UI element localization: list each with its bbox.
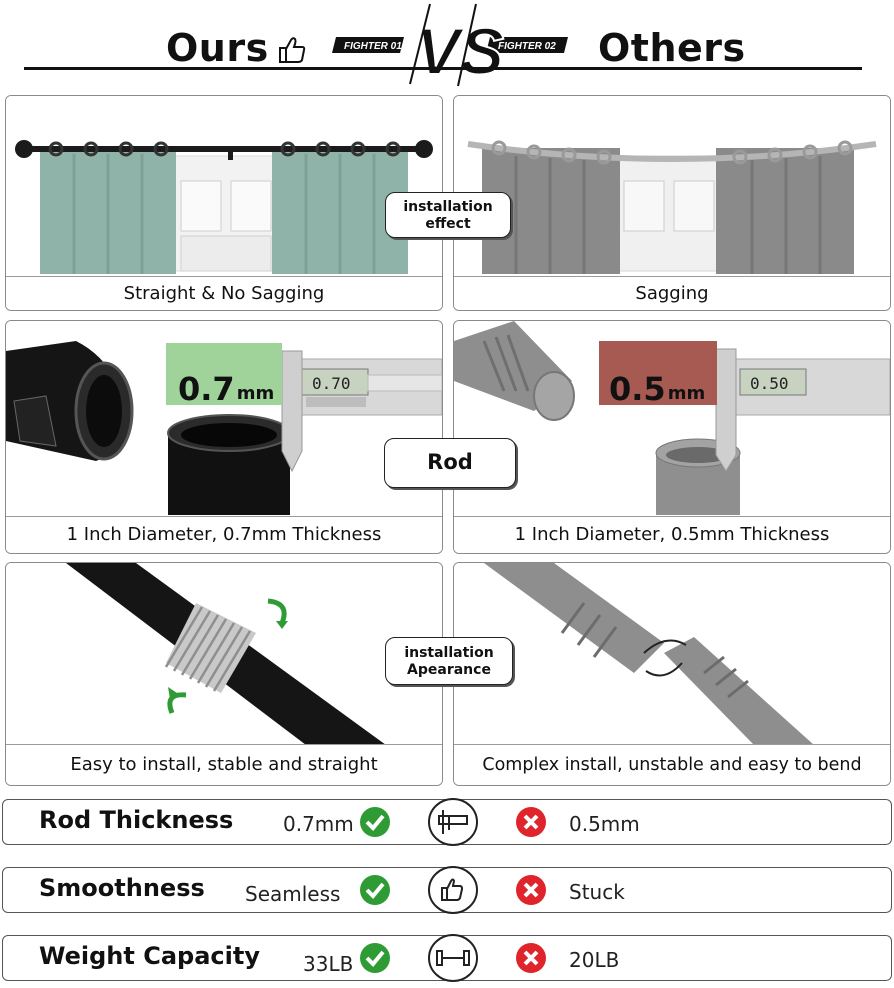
cross-icon [516,807,546,837]
installation-effect-label: installation effect [385,192,511,238]
cross-icon [516,875,546,905]
fighter-right-label: FIGHTER 02 [498,41,556,52]
others-badge-unit: mm [667,383,706,404]
check-icon [360,807,390,837]
row-title: Rod Thickness [39,806,234,834]
ours-installation-effect-caption: Straight & No Sagging [6,276,442,310]
fighter-left-band [332,37,404,53]
row-others-value: Stuck [569,880,625,904]
others-badge-value: 0.5 [609,370,666,408]
row-others-value: 20LB [569,948,620,972]
ours-badge-value: 0.7 [178,370,235,408]
header-divider [24,67,862,70]
cross-icon [516,943,546,973]
ours-curtain-image [6,96,442,276]
ours-installation-appearance-caption: Easy to install, stable and straight [6,744,442,785]
sagging-rod [467,141,877,162]
ours-rod-panel: 0.70 0.7 mm 1 Inch Diameter, 0.7mm Thick… [5,320,443,554]
row-ours-value: 0.7mm [283,812,354,836]
straight-rod [20,146,426,152]
ours-badge-unit: mm [236,383,275,404]
ours-heading: Ours [166,26,269,70]
others-caliper-display: 0.50 [750,374,789,393]
others-curtain-image [454,96,890,276]
others-installation-appearance-caption: Complex install, unstable and easy to be… [454,744,890,785]
others-heading: Others [598,26,746,70]
rod-label: Rod [384,438,516,488]
row-ours-value: 33LB [303,952,354,976]
others-rod-panel: 0.50 0.5 mm 1 Inch Diameter, 0.5mm Thick… [453,320,891,554]
others-rod-image: 0.50 [454,321,890,515]
others-rod-caption: 1 Inch Diameter, 0.5mm Thickness [454,516,890,553]
ours-installation-appearance-panel: Easy to install, stable and straight [5,562,443,786]
ours-caliper-display: 0.70 [312,374,351,393]
others-installation-effect-caption: Sagging [454,276,890,310]
row-title: Smoothness [39,874,205,902]
comparison-row-smoothness: Smoothness Seamless Stuck [2,866,892,914]
others-thickness-badge: 0.5 mm [599,341,717,405]
others-installation-effect-panel: Sagging [453,95,891,311]
fighter-left-label: FIGHTER 01 [344,41,402,52]
others-installation-appearance-panel: Complex install, unstable and easy to be… [453,562,891,786]
ours-threaded-rod-image [6,563,442,745]
thumbs-up-icon [279,37,306,63]
dumbbell-icon [428,934,478,982]
row-others-value: 0.5mm [569,812,640,836]
ours-rod-caption: 1 Inch Diameter, 0.7mm Thickness [6,516,442,553]
caliper-icon [428,798,478,846]
installation-appearance-label: installation Apearance [385,637,513,685]
fighter-right-band [486,37,568,53]
comparison-row-rod-thickness: Rod Thickness 0.7mm 0.5mm [2,798,892,846]
check-icon [360,875,390,905]
row-title: Weight Capacity [39,942,260,970]
ours-installation-effect-panel: Straight & No Sagging [5,95,443,311]
check-icon [360,943,390,973]
others-joint-rod-image [454,563,890,745]
row-ours-value: Seamless [245,882,341,906]
comparison-row-weight-capacity: Weight Capacity 33LB 20LB [2,934,892,982]
thumbs-up-icon [428,866,478,914]
ours-thickness-badge: 0.7 mm [166,343,282,405]
vs-emblem: FIGHTER 01 FIGHTER 02 VS [332,3,568,89]
